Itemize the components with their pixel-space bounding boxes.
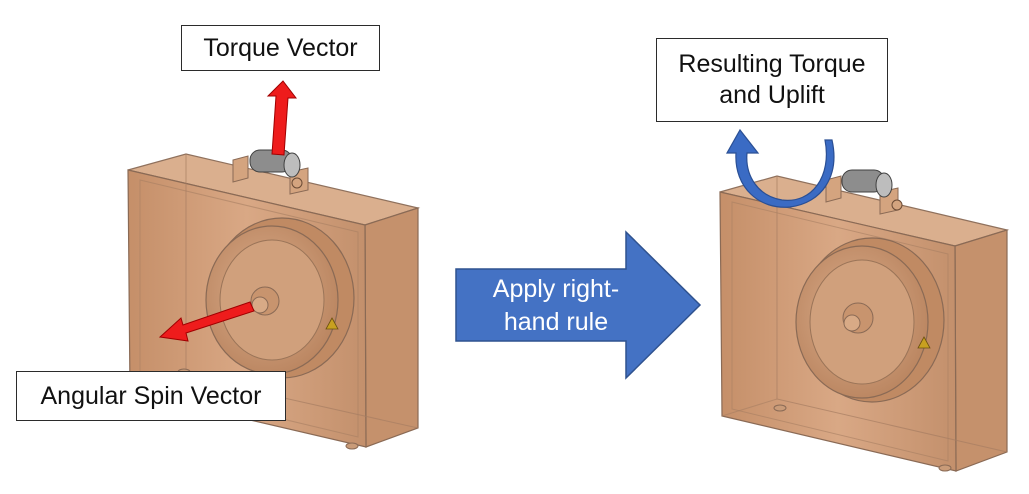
left-hinge	[232, 149, 309, 195]
arrow-text-line2: hand rule	[503, 308, 609, 336]
warning-triangle-icon	[325, 317, 339, 330]
torque-vector-arrow	[266, 80, 298, 156]
resulting-torque-line1: Resulting Torque	[678, 50, 866, 78]
right-hinge	[825, 169, 903, 215]
left-wheel	[205, 217, 355, 379]
angular-spin-vector-label: Angular Spin Vector	[16, 371, 286, 421]
warning-triangle-icon	[917, 336, 931, 349]
right-gyroscope-case	[719, 169, 1010, 472]
torque-vector-label: Torque Vector	[181, 25, 380, 71]
apply-right-hand-rule-arrow	[455, 230, 702, 380]
angular-spin-vector-arrow	[158, 301, 255, 342]
apply-right-hand-rule-text: Apply right- hand rule	[456, 273, 656, 339]
resulting-torque-curl-arrow	[725, 128, 835, 208]
arrow-text-line1: Apply right-	[492, 275, 620, 303]
angular-spin-vector-text: Angular Spin Vector	[40, 381, 262, 410]
resulting-torque-label: Resulting Torque and Uplift	[656, 38, 888, 122]
resulting-torque-line2: and Uplift	[719, 81, 825, 109]
torque-vector-text: Torque Vector	[203, 33, 358, 62]
right-wheel	[795, 237, 945, 403]
